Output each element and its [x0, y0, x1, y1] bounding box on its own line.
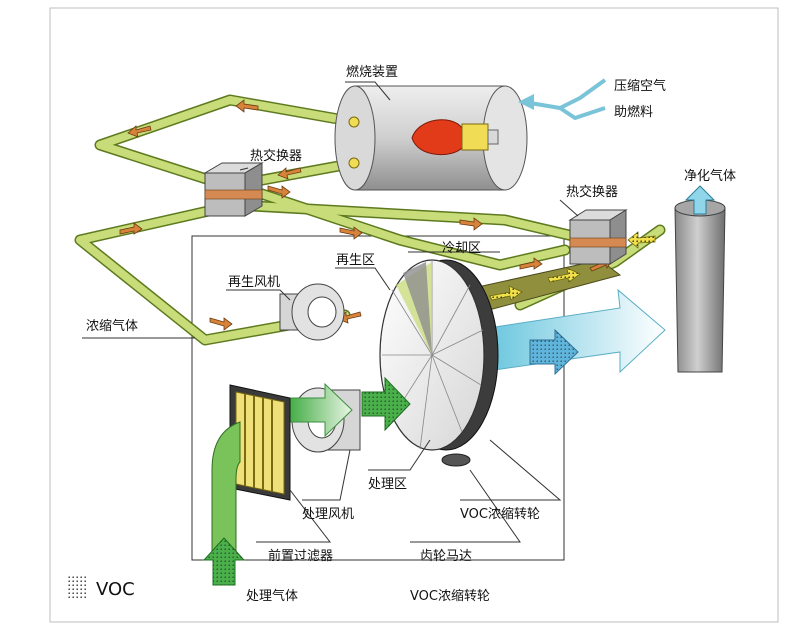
label-voc-wheel: VOC浓缩转轮	[460, 506, 540, 522]
combustion-device	[334, 85, 528, 191]
label-regen-zone: 再生区	[336, 253, 375, 268]
label-concentrated-gas: 浓缩气体	[86, 318, 138, 334]
label-compressed-air: 压缩空气	[614, 78, 666, 94]
label-auxiliary-fuel: 助燃料	[614, 104, 653, 120]
leader-lines	[82, 81, 579, 543]
label-regen-fan: 再生风机	[228, 275, 280, 290]
label-process-zone: 处理区	[368, 477, 407, 492]
burner-port-icon	[348, 157, 360, 169]
legend: VOC	[66, 576, 135, 600]
inlet-duct	[211, 421, 241, 561]
heat-exchanger-left	[203, 162, 264, 217]
label-process-gas: 处理气体	[246, 588, 298, 604]
outer-frame	[49, 7, 779, 623]
heat-exchanger-right	[568, 209, 628, 265]
voc-rotor-wheel	[379, 259, 499, 467]
voc-legend-swatch	[66, 576, 88, 598]
regen-fan	[279, 283, 345, 341]
process-air-arrow	[289, 382, 353, 438]
label-purified-gas: 净化气体	[684, 168, 736, 184]
legend-voc-label: VOC	[96, 579, 135, 600]
air-inlet-arrow-icon	[518, 94, 534, 110]
burner-port-icon	[348, 116, 360, 128]
label-process-fan: 处理风机	[302, 507, 354, 522]
treated-air-arrow	[474, 288, 666, 374]
label-cooling-zone: 冷却区	[442, 241, 481, 256]
purified-gas-arrow-icon	[684, 185, 716, 215]
burner-nozzle	[461, 123, 489, 151]
label-heat-exchanger-left: 热交换器	[250, 148, 302, 164]
air-fuel-lines	[529, 78, 607, 120]
label-pre-filter: 前置过滤器	[268, 548, 333, 564]
label-heat-exchanger-right: 热交换器	[566, 184, 618, 200]
voc-flow-arrows	[489, 231, 656, 301]
label-gear-motor: 齿轮马达	[420, 549, 472, 564]
label-combustion-device: 燃烧装置	[346, 64, 398, 80]
pre-filter	[229, 384, 291, 501]
purified-gas-stack	[674, 185, 726, 373]
label-voc-wheel-caption: VOC浓缩转轮	[410, 588, 490, 604]
